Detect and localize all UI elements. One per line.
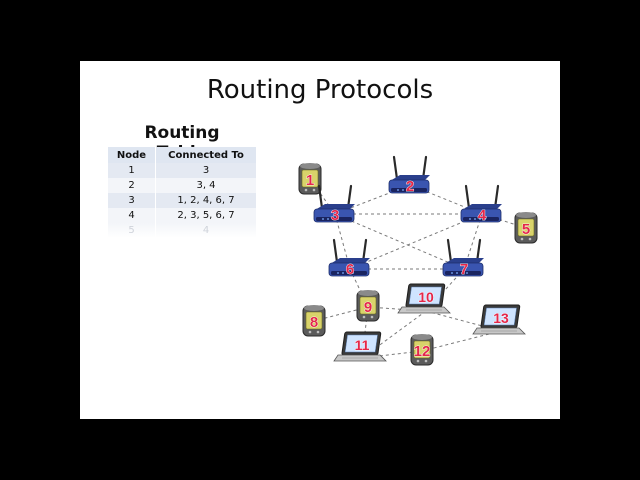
link-10-13 [425,310,502,332]
node-label: 7 [460,261,468,278]
network-node-2: 2 [388,155,430,195]
header-node: Node [108,147,156,163]
node-label: 6 [346,261,354,278]
row-connected-to: 3 [155,163,256,178]
laptop-icon [333,331,387,362]
network-node-5: 5 [514,212,538,244]
slide: Routing Protocols Routing Table Node Con… [80,61,560,419]
router-icon [388,155,430,194]
router-icon [328,238,370,277]
link-3-7 [334,213,465,270]
header-connected-to: Connected To [155,147,256,163]
node-label: 10 [418,289,434,305]
row-node: 4 [108,208,156,223]
table-row: 2 3, 4 [108,178,256,193]
table-row: 3 1, 2, 4, 6, 7 [108,193,256,208]
node-label: 13 [493,310,509,326]
routing-table-header-row: Node Connected To [108,147,256,163]
network-node-9: 9 [356,290,380,322]
table-row: 4 2, 3, 5, 6, 7 [108,208,256,223]
laptop-icon [397,283,451,314]
node-label: 4 [478,207,487,224]
node-label: 5 [522,221,530,238]
pda-icon [356,290,380,322]
node-label: 12 [414,343,431,360]
node-label: 1 [306,172,314,189]
router-icon [313,184,355,223]
row-node: 3 [108,193,156,208]
laptop-icon [472,304,526,335]
pda-icon [514,212,538,244]
pda-icon [302,305,326,337]
network-node-4: 4 [460,184,502,224]
network-node-6: 6 [328,238,370,278]
row-connected-to: 1, 2, 4, 6, 7 [155,193,256,208]
router-icon [442,238,484,277]
router-icon [460,184,502,223]
row-node: 2 [108,178,156,193]
network-node-8: 8 [302,305,326,337]
network-node-13: 13 [472,304,526,335]
network-node-11: 11 [333,331,387,362]
node-label: 9 [364,299,372,316]
network-node-12: 12 [410,334,434,366]
node-label: 2 [406,178,414,195]
network-node-10: 10 [397,283,451,314]
node-label: 11 [355,337,370,353]
row-node: 1 [108,163,156,178]
network-node-1: 1 [298,163,322,195]
slide-title: Routing Protocols [206,75,434,105]
row-node: 5 [108,223,156,238]
pda-icon [298,163,322,195]
table-row: 5 4 [108,223,256,238]
routing-table: Node Connected To 1 3 2 3, 4 3 1, 2, 4, … [108,147,256,238]
network-node-3: 3 [313,184,355,224]
node-label: 8 [310,314,318,331]
table-row: 1 3 [108,163,256,178]
node-label: 3 [331,207,339,224]
row-connected-to: 2, 3, 5, 6, 7 [155,208,256,223]
row-connected-to: 4 [155,223,256,238]
network-node-7: 7 [442,238,484,278]
pda-icon [410,334,434,366]
row-connected-to: 3, 4 [155,178,256,193]
